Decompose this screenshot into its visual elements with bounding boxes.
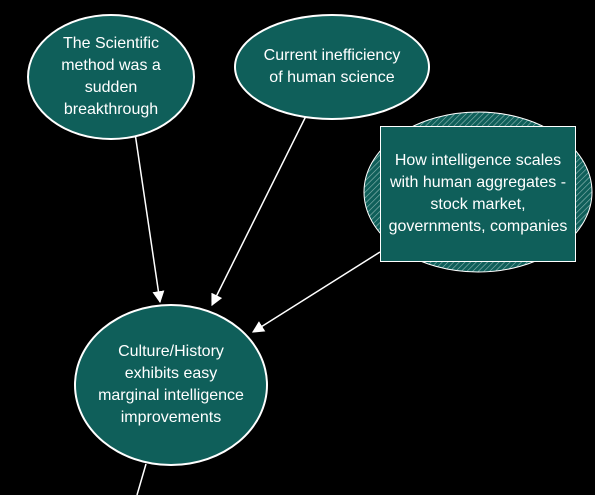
edge-current-inefficiency-to-culture-history bbox=[211, 113, 308, 307]
node-scientific-method-label: The Scientific method was a sudden break… bbox=[61, 35, 161, 118]
edge-scientific-method-to-culture-history bbox=[134, 132, 165, 304]
node-intelligence-scales[interactable]: How intelligence scales with human aggre… bbox=[362, 110, 594, 274]
edge-intelligence-scales-to-culture-history bbox=[251, 251, 381, 333]
node-intelligence-scales-label: How intelligence scales with human aggre… bbox=[388, 152, 568, 235]
node-current-inefficiency-label: Current inefficiency of human science bbox=[263, 47, 401, 86]
node-scientific-method[interactable]: The Scientific method was a sudden break… bbox=[27, 14, 195, 140]
edge-culture-history-outgoing bbox=[136, 463, 147, 495]
node-current-inefficiency[interactable]: Current inefficiency of human science bbox=[234, 14, 430, 120]
node-culture-history[interactable]: Culture/History exhibits easy marginal i… bbox=[74, 304, 268, 466]
node-intelligence-scales-box: How intelligence scales with human aggre… bbox=[380, 126, 576, 262]
node-culture-history-label: Culture/History exhibits easy marginal i… bbox=[98, 343, 244, 426]
